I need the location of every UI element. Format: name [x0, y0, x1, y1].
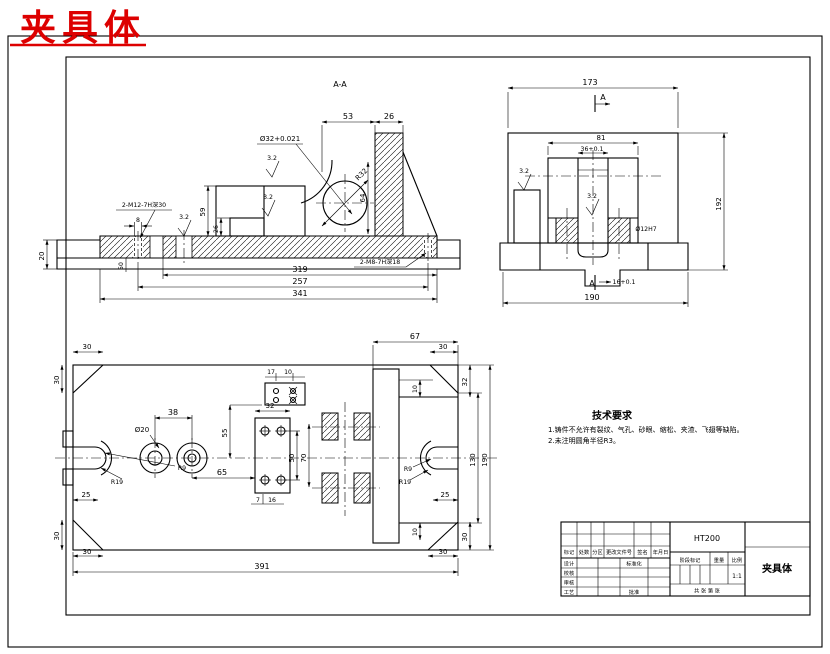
section-dims: 53 26 Ø32+0.021 R32 64 59 26 20 2-M12-7H…: [38, 112, 438, 303]
dim-319: 319: [292, 265, 307, 274]
rev-col-zone: 分区: [592, 548, 602, 556]
sig-approve: 批准: [629, 588, 639, 596]
dim-7: 7: [256, 497, 260, 504]
plate-holes: [259, 425, 287, 486]
front-view: 173 81 36+0.1 192 190 A A 16+0.1 Ø12H7: [499, 78, 728, 307]
section-label: A-A: [333, 80, 347, 89]
dim-10-right-top: 10: [412, 385, 419, 393]
dim-25-left: 25: [82, 491, 91, 499]
dim-59: 59: [199, 208, 207, 217]
dim-r9-left: R9: [178, 465, 186, 472]
dim-26-top: 26: [384, 112, 394, 121]
dim-hole-d32: Ø32+0.021: [260, 135, 300, 143]
plan-dims: Ø20 R9 R19 38 65 55 17 10 32: [53, 332, 494, 576]
sig-process: 工艺: [564, 589, 574, 596]
rev-col-date: 年月日: [653, 548, 669, 556]
sig-standardization: 标准化: [626, 560, 642, 568]
dim-30-tr: 30: [439, 343, 448, 351]
tech-line-2: 2.未注明圆角半径R3。: [548, 436, 620, 445]
technical-requirements: 技术要求 1.铸件不允许有裂纹、气孔、砂眼、缩松、夹渣、飞翅等缺陷。 2.未注明…: [548, 409, 744, 445]
dim-70-plate: 70: [300, 454, 308, 463]
part-name: 夹具体: [762, 562, 793, 575]
dim-16: 16+0.1: [613, 279, 636, 286]
title-block: 标记 处数 分区 更改文件号 签名 年月日 设计 校核 审核 工艺 标准化 批准…: [560, 521, 811, 597]
rev-col-mark: 标记: [564, 548, 574, 556]
weight-label: 重量: [714, 556, 724, 564]
sig-design: 设计: [564, 560, 574, 568]
dim-53: 53: [343, 112, 353, 121]
dim-r9-right: R9: [404, 466, 412, 473]
dim-10-right-bottom: 10: [412, 528, 419, 536]
section-arrow-top: A: [600, 93, 606, 102]
label-m8: 2-M8-7H深18: [360, 258, 400, 266]
dim-64: 64: [359, 193, 367, 202]
dim-25-right: 25: [441, 491, 450, 499]
roughness-value: 3.2: [179, 214, 189, 221]
dim-hole-d20: Ø20: [135, 426, 149, 434]
roughness-value: 3.2: [519, 168, 529, 175]
front-dims: 173 81 36+0.1 192 190 A A 16+0.1 Ø12H7: [502, 78, 728, 307]
sig-check: 校核: [564, 569, 574, 577]
roughness-value: 3.2: [267, 155, 277, 162]
dim-81: 81: [597, 134, 606, 142]
dim-20: 20: [38, 252, 46, 261]
tech-line-1: 1.铸件不允许有裂纹、气孔、砂眼、缩松、夹渣、飞翅等缺陷。: [548, 425, 744, 434]
dim-38: 38: [168, 408, 178, 417]
dim-36: 36+0.1: [581, 146, 604, 153]
dim-192: 192: [715, 197, 723, 210]
dim-173: 173: [582, 78, 597, 87]
dim-30-right-bottom: 30: [461, 533, 469, 542]
dim-341: 341: [292, 289, 307, 298]
label-m12: 2-M12-7H深30: [122, 201, 166, 209]
stage-label: 阶段标记: [680, 556, 701, 564]
dim-17: 17: [267, 369, 275, 376]
material-value: HT200: [694, 534, 720, 543]
rev-col-count: 处数: [579, 548, 590, 556]
pad-holes: [272, 386, 298, 405]
dim-391: 391: [254, 562, 269, 571]
dim-30-tl: 30: [83, 343, 92, 351]
sheet-count: 共 张 第 张: [694, 587, 721, 595]
roughness-value: 3.2: [587, 193, 597, 200]
rib-hatch: [374, 132, 404, 237]
ratio-label: 比例: [732, 556, 742, 564]
dim-16-plate: 16: [268, 497, 276, 504]
rev-col-sign: 签名: [637, 548, 647, 556]
tech-title: 技术要求: [592, 409, 633, 422]
label-bushing-bore: Ø12H7: [635, 225, 656, 233]
section-arrow-bottom: A: [589, 279, 595, 288]
section-view: A-A: [38, 80, 461, 303]
dim-257: 257: [292, 277, 307, 286]
dim-32-plate: 32: [266, 402, 275, 410]
dim-50: 50: [118, 262, 125, 270]
dim-190-plan: 190: [481, 453, 489, 466]
page-title: 夹具体: [20, 8, 146, 48]
dim-130: 130: [469, 453, 477, 466]
dim-65: 65: [217, 468, 227, 477]
dim-32-right: 32: [461, 378, 469, 387]
dim-26-step: 26: [213, 225, 220, 233]
rev-col-docno: 更改文件号: [606, 548, 632, 556]
dim-30-br: 30: [439, 548, 448, 556]
drawing-frame: [7, 35, 823, 648]
dim-10-pad: 10: [284, 369, 292, 376]
roughness-marks-section: 3.2 3.2 3.2: [177, 155, 280, 237]
roughness-value: 3.2: [263, 194, 273, 201]
dim-30-left-bottom: 30: [53, 532, 61, 541]
dim-30-bl: 30: [83, 548, 92, 556]
dim-67: 67: [410, 332, 420, 341]
plan-view: Ø20 R9 R19 38 65 55 17 10 32: [53, 332, 500, 576]
sheet-title: 夹具体: [10, 8, 146, 48]
dim-190: 190: [584, 293, 599, 302]
dim-50-plate: 50: [288, 454, 296, 463]
dim-r19-left: R19: [111, 479, 123, 486]
sig-review: 审核: [564, 579, 574, 587]
dim-55: 55: [221, 429, 229, 438]
dim-r19-right: R19: [399, 479, 411, 486]
dim-30-left-top: 30: [53, 376, 61, 385]
dim-8: 8: [136, 217, 140, 224]
scale-value: 1:1: [732, 573, 742, 580]
dim-r32: R32: [354, 167, 369, 182]
